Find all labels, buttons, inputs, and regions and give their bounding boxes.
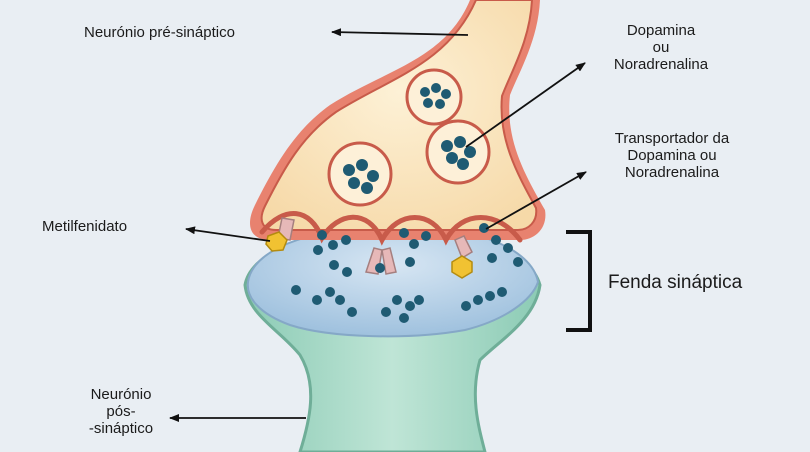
label-dopamine-line2: ou [596, 39, 726, 56]
label-transporter: Transportador da Dopamina ou Noradrenali… [596, 130, 748, 181]
label-postsynaptic-neuron: Neurónio pós- -sináptico [76, 386, 166, 437]
vesicle [329, 143, 391, 205]
label-postsynaptic-line3: -sináptico [76, 420, 166, 437]
label-synaptic-cleft: Fenda sináptica [608, 272, 742, 294]
label-dopamine-noradrenaline: Dopamina ou Noradrenalina [596, 22, 726, 73]
vesicle [427, 121, 489, 183]
label-postsynaptic-line2: pós- [76, 403, 166, 420]
label-dopamine-line3: Noradrenalina [596, 56, 726, 73]
label-transporter-line1: Transportador da [596, 130, 748, 147]
label-transporter-line3: Noradrenalina [596, 164, 748, 181]
label-transporter-line2: Dopamina ou [596, 147, 748, 164]
label-methylphenidate: Metilfenidato [42, 218, 127, 235]
label-dopamine-line1: Dopamina [596, 22, 726, 39]
label-presynaptic-neuron: Neurónio pré-sináptico [84, 24, 235, 41]
label-postsynaptic-line1: Neurónio [76, 386, 166, 403]
vesicle [407, 70, 461, 124]
